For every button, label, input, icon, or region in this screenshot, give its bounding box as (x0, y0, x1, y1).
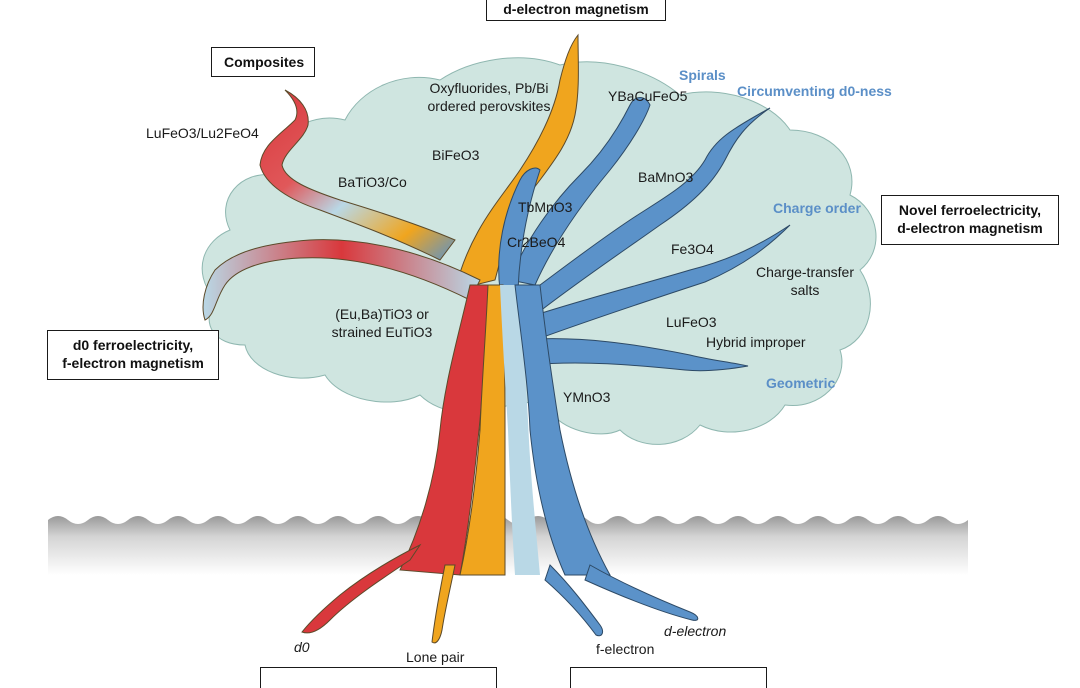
root-lone-pair-orange (431, 564, 456, 644)
root-f-electron-blue (544, 564, 604, 637)
label-ymno3: YMnO3 (563, 389, 611, 405)
branch-composites (259, 89, 456, 261)
label-lufeo3-lu2feo4: LuFeO3/Lu2FeO4 (146, 125, 259, 141)
label-geometric: Geometric (766, 375, 836, 391)
label-bifeo3: BiFeO3 (432, 147, 480, 163)
root-d0-red (301, 543, 422, 634)
label-batio3-co: BaTiO3/Co (338, 174, 407, 190)
box-novel-line2: d-electron magnetism (897, 220, 1043, 236)
label-bamno3: BaMnO3 (638, 169, 694, 185)
label-charge-transfer: Charge-transfer salts (755, 264, 855, 298)
branch-spirals (509, 97, 651, 286)
box-d0-line2: f-electron magnetism (62, 355, 204, 371)
branch-charge-order (519, 224, 791, 341)
label-f-electron: f-electron (596, 641, 655, 657)
label-spirals: Spirals (679, 67, 726, 83)
branch-geometric (519, 338, 749, 372)
label-hybrid-improper: Hybrid improper (706, 334, 806, 350)
label-d0: d0 (294, 639, 310, 655)
box-bottom-right-partial (570, 667, 767, 688)
box-d0-ferroelectricity: d0 ferroelectricity, f-electron magnetis… (47, 330, 219, 380)
label-fe3o4: Fe3O4 (671, 241, 714, 257)
box-top-d-electron-magnetism: d-electron magnetism (486, 0, 666, 21)
box-bottom-left-partial (260, 667, 497, 688)
label-cr2beo4: Cr2BeO4 (507, 234, 566, 250)
label-circumventing: Circumventing d0-ness (737, 83, 892, 99)
branch-left-red (202, 239, 481, 321)
box-composites: Composites (211, 47, 315, 77)
label-eu-ba-tio3: (Eu,Ba)TiO3 or strained EuTiO3 (331, 306, 433, 340)
box-novel-line1: Novel ferroelectricity, (898, 202, 1042, 218)
box-top-text: d-electron magnetism (503, 1, 649, 17)
label-d-electron: d-electron (664, 623, 727, 639)
branch-circumventing (519, 107, 771, 316)
label-ybacufeo5: YBaCuFeO5 (608, 88, 688, 104)
box-novel-ferroelectricity: Novel ferroelectricity, d-electron magne… (881, 195, 1059, 245)
box-d0-line1: d0 ferroelectricity, (72, 337, 194, 353)
label-oxyfluorides: Oxyfluorides, Pb/Bi ordered perovskites (427, 80, 551, 114)
ground-band (48, 516, 968, 575)
branch-center-blue (498, 167, 541, 291)
trunk-lightblue (500, 285, 540, 575)
root-d-electron-blue (584, 564, 699, 621)
box-composites-text: Composites (224, 54, 305, 70)
label-tbmno3: TbMnO3 (518, 199, 573, 215)
trunk-blue (514, 284, 611, 576)
label-charge-order: Charge order (773, 200, 861, 216)
label-lone-pair: Lone pair (406, 649, 465, 665)
label-lufeo3: LuFeO3 (666, 314, 717, 330)
